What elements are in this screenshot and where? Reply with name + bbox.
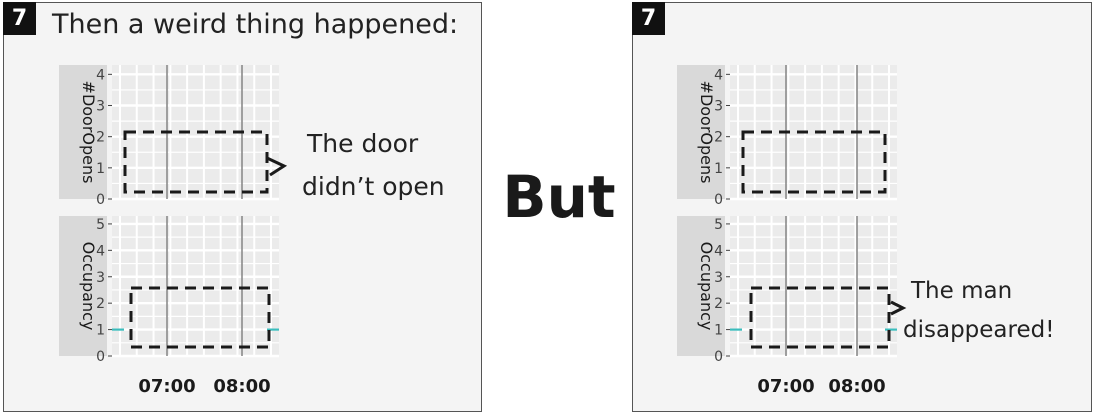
x-tick-label: 07:00 [138,376,195,397]
y-tick-label: 3 [96,99,105,115]
door-opens-facet: #DoorOpens 0 1 2 3 4 [59,65,279,208]
plot-background [112,216,279,356]
y-tick-label: 4 [714,243,723,259]
y-tick-label: 5 [714,217,723,233]
facet-strip-label: #DoorOpens [79,81,98,184]
facet-strip [59,216,107,356]
callout-arrow [266,156,288,177]
scenario-panel-left: 7 Then a weird thing happened: #DoorOpen… [3,2,482,412]
facet-strip-label: Occupancy [697,242,716,331]
plot-background [730,216,897,356]
occupancy-facet: Occupancy 0 1 2 3 4 5 [59,216,279,365]
step-badge: 7 [3,2,36,35]
y-tick-label: 2 [714,296,723,312]
y-tick-label: 4 [96,67,105,83]
y-tick-label: 0 [714,192,723,208]
y-tick-label: 1 [96,161,105,177]
x-tick-label: 08:00 [213,376,270,397]
connector-word: But [502,163,616,231]
annotation-line-2: didn’t open [302,172,445,201]
callout-arrow [890,300,907,316]
y-tick-label: 3 [714,270,723,286]
y-tick-label: 1 [714,323,723,339]
annotation-line-1: The man [910,278,1012,304]
y-tick-label: 0 [96,349,105,365]
facet-strip-label: #DoorOpens [697,81,716,184]
y-tick-label: 1 [714,161,723,177]
occupancy-facet: Occupancy 0 1 2 3 4 5 [677,216,897,365]
time-axis: 07:00 08:00 [138,376,270,397]
highlight-box-door [123,130,269,194]
y-tick-label: 3 [714,99,723,115]
facet-strip [677,216,725,356]
annotation-line-2: disappeared! [903,317,1054,343]
y-tick-label: 2 [714,130,723,146]
facet-strip [59,65,107,199]
faceted-chart-left: #DoorOpens 0 1 2 3 4 Occupancy 0 1 2 3 4 5 07:00 08:… [59,65,445,397]
panel-headline: Then a weird thing happened: [52,9,459,40]
y-tick-label: 2 [96,296,105,312]
x-tick-label: 08:00 [828,376,885,397]
facet-strip [677,65,725,199]
step-badge: 7 [632,2,665,35]
facet-strip-label: Occupancy [79,242,98,331]
y-tick-label: 0 [96,192,105,208]
x-tick-label: 07:00 [757,376,814,397]
y-tick-label: 4 [714,67,723,83]
door-opens-facet: #DoorOpens 0 1 2 3 4 [677,65,897,208]
y-tick-label: 5 [96,217,105,233]
highlight-box-occupancy [129,286,271,349]
highlight-box-door [741,130,887,194]
y-tick-label: 4 [96,243,105,259]
time-axis: 07:00 08:00 [757,376,885,397]
highlight-box-occupancy [749,286,891,349]
y-tick-label: 0 [714,349,723,365]
annotation-line-1: The door [306,129,419,158]
y-tick-label: 1 [96,323,105,339]
faceted-chart-right: #DoorOpens 0 1 2 3 4 Occupancy 0 1 2 3 4 5 07:00 08:… [677,65,1054,397]
y-tick-label: 2 [96,130,105,146]
y-tick-label: 3 [96,270,105,286]
